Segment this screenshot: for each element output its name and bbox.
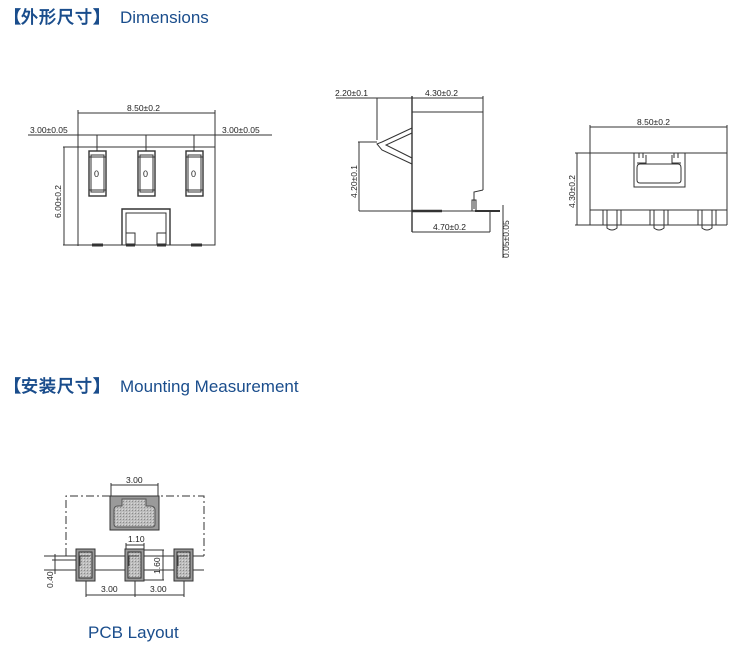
switch-left	[88, 150, 107, 197]
lever	[376, 127, 413, 165]
front-right-pitch-label: 3.00±0.05	[222, 125, 260, 135]
rear-width-label: 8.50±0.2	[637, 117, 670, 127]
switch-glyph: 0	[94, 169, 99, 179]
mounting-title-en: Mounting Measurement	[120, 377, 299, 396]
front-left-pitch-label: 3.00±0.05	[30, 125, 68, 135]
switch-middle	[137, 150, 156, 197]
switch-glyph: 0	[191, 169, 196, 179]
pcb-layout	[44, 483, 205, 597]
pcb-top-pad-label: 3.00	[126, 475, 143, 485]
pcb-pad-width-label: 1.10	[128, 534, 145, 544]
rear-window	[633, 152, 686, 188]
side-view	[336, 96, 504, 258]
pcb-pad-height-label: 1.60	[152, 557, 162, 574]
side-depth-label: 4.30±0.2	[425, 88, 458, 98]
pad-right	[173, 548, 194, 582]
pcb-pitch-right-label: 3.00	[150, 584, 167, 594]
mounting-title-cn: 安装尺寸	[21, 377, 93, 396]
side-lever-label: 2.20±0.1	[335, 88, 368, 98]
side-height-label: 4.20±0.1	[349, 165, 359, 198]
side-view-labels: 2.20±0.1 4.30±0.2 4.20±0.1 4.70±0.2 0.05…	[335, 88, 511, 258]
connector-cutout	[121, 208, 171, 245]
pad-middle	[124, 548, 145, 582]
bracket-open: 【	[4, 377, 21, 396]
pcb-layout-caption: PCB Layout	[88, 623, 179, 642]
front-body-outline	[77, 146, 216, 246]
dimensions-title-cn: 外形尺寸	[21, 8, 93, 27]
side-base-label: 4.70±0.2	[433, 222, 466, 232]
pcb-pitch-left-label: 3.00	[101, 584, 118, 594]
side-terminal-label: 0.05±0.05	[501, 220, 511, 258]
front-view-labels: 8.50±0.2 3.00±0.05 3.00±0.05 6.00±0.2 0 …	[30, 103, 260, 218]
pcb-offset-label: 0.40	[45, 571, 55, 588]
dimensions-title-en: Dimensions	[120, 8, 209, 27]
pcb-layout-labels: 3.00 1.10 1.60 0.40 3.00 3.00	[45, 475, 167, 594]
rear-view	[575, 125, 728, 231]
bracket-close: 】	[93, 377, 110, 396]
rear-pin-left	[602, 209, 622, 231]
bracket-open: 【	[4, 8, 21, 27]
switch-glyph: 0	[143, 169, 148, 179]
switch-right	[185, 150, 204, 197]
rear-pin-middle	[649, 209, 669, 231]
front-height-label: 6.00±0.2	[53, 185, 63, 218]
rear-pin-right	[697, 209, 717, 231]
pad-left	[75, 548, 96, 582]
rear-height-label: 4.30±0.2	[567, 175, 577, 208]
mounting-heading: 【安装尺寸】 Mounting Measurement	[4, 372, 299, 397]
dimensions-heading: 【外形尺寸】 Dimensions	[4, 3, 209, 28]
front-width-label: 8.50±0.2	[127, 103, 160, 113]
bracket-close: 】	[93, 8, 110, 27]
rear-view-labels: 8.50±0.2 4.30±0.2	[567, 117, 670, 208]
front-view	[28, 110, 272, 247]
